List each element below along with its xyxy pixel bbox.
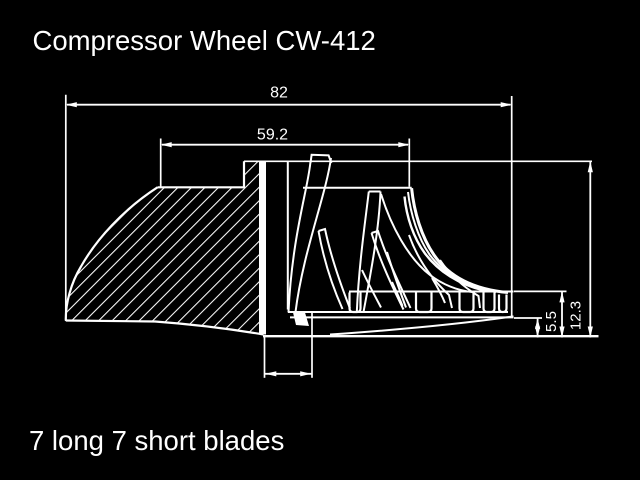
- wheel-hub-section: [64, 161, 266, 336]
- blade2-right-edge: [362, 191, 382, 313]
- dimsmall-arrow-left: [265, 371, 277, 377]
- blade1-root: [293, 312, 309, 326]
- dim82-arrow-left: [65, 102, 77, 108]
- dimension-backdisk-height: 5.5: [514, 311, 560, 338]
- page-title: Compressor Wheel CW-412: [33, 25, 376, 56]
- dimension-tip-height: [244, 160, 593, 338]
- blade3-inner-edge: [403, 196, 485, 292]
- blade-strand: [431, 277, 446, 304]
- rim-slot: [497, 294, 508, 314]
- blade3-mid-edge: [407, 191, 497, 293]
- hub-left-profile-curve: [64, 186, 159, 321]
- rim-slot: [458, 292, 475, 314]
- short-blade-c: [408, 234, 453, 309]
- dim123-label: 12.3: [568, 301, 585, 330]
- dimension-bore-width: [263, 313, 313, 378]
- short-blade-a: [317, 227, 351, 310]
- rim-slot: [348, 292, 362, 314]
- dimension-overall-width: 82: [64, 85, 513, 321]
- dim59-arrow-left: [160, 142, 172, 148]
- dim123-arrow-up: [559, 291, 565, 303]
- dimension-rim-height: 12.3: [514, 290, 585, 338]
- dim82-arrow-right: [500, 102, 512, 108]
- dim55-label: 5.5: [543, 311, 560, 332]
- blade1-left-edge: [287, 160, 312, 313]
- dimsmall-arrow-right: [300, 371, 312, 377]
- rim-slot: [414, 292, 433, 314]
- blade1-right-edge: [294, 157, 332, 313]
- hub-hatch-fill: [65, 161, 260, 334]
- blade-strand: [361, 269, 382, 308]
- blade2-left-edge: [355, 191, 370, 313]
- wheel-blade-view: [286, 153, 514, 336]
- rim-slots: [348, 292, 508, 314]
- dimtall-arrow-up: [587, 161, 593, 173]
- rim-slot: [482, 292, 496, 314]
- dim59-arrow-right: [398, 142, 410, 148]
- backdisk-slope-edge: [329, 315, 514, 336]
- dim123-arrow-down: [559, 326, 565, 338]
- dim55-arrow-down: [535, 326, 541, 338]
- dimtall-arrow-down: [587, 326, 593, 338]
- short-blade-d: [439, 259, 481, 309]
- hub-top-flat: [157, 161, 246, 189]
- hub-bottom-edge: [65, 319, 264, 336]
- dim55-arrow-up: [535, 318, 541, 329]
- blade-strand: [391, 281, 404, 307]
- blades-note-text: 7 long 7 short blades: [29, 425, 284, 456]
- dim82-label: 82: [270, 85, 288, 102]
- dim59-label: 59.2: [257, 127, 288, 144]
- dimension-inducer-width: 59.2: [159, 127, 411, 187]
